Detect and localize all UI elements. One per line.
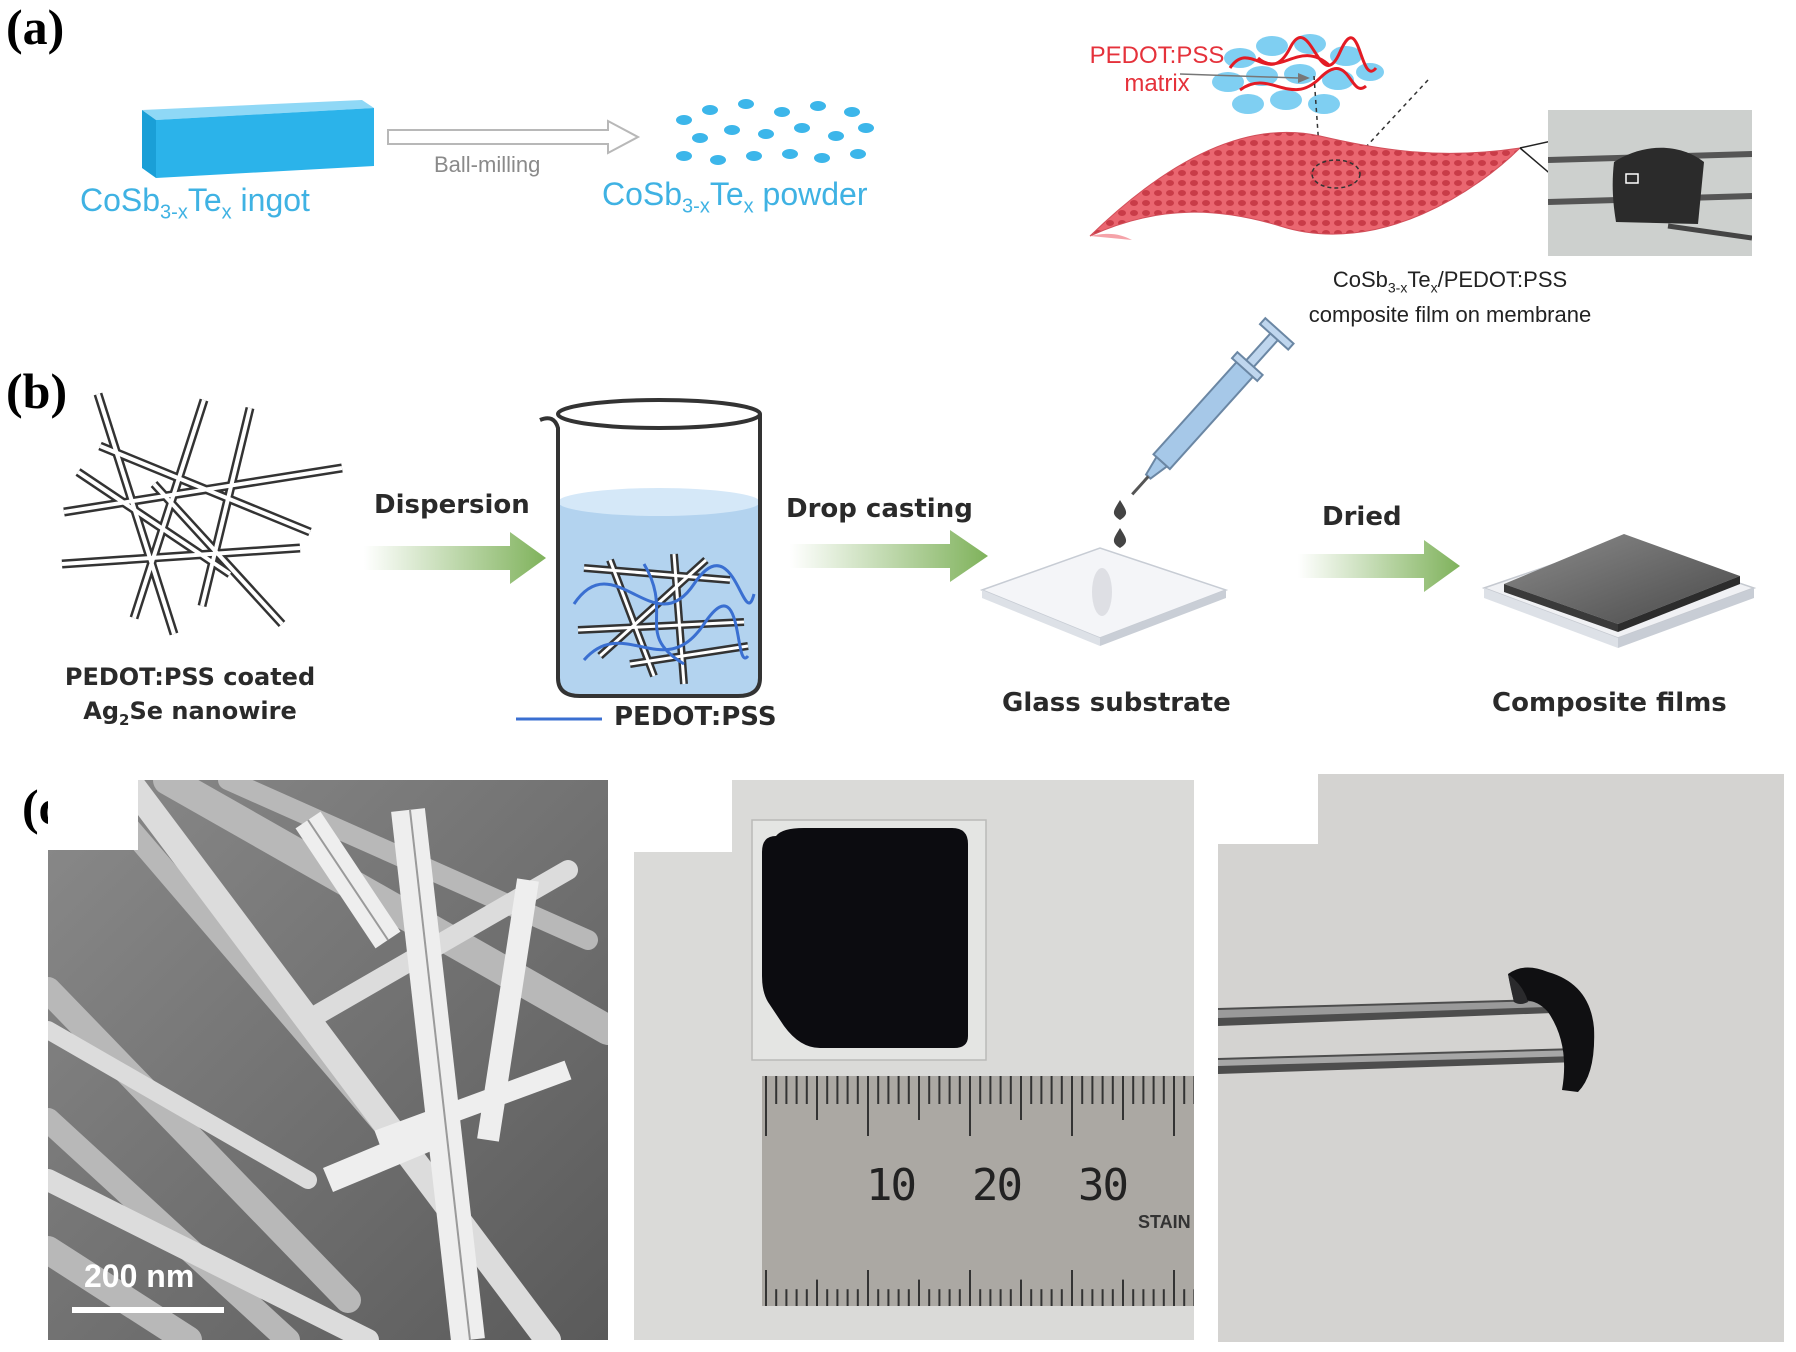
matrix-pointer [1180, 73, 1310, 83]
scale-bar-label: 200 nm [84, 1258, 195, 1294]
beaker-with-solution [539, 398, 762, 698]
composite-film-caption: CoSb3-xTex/PEDOT:PSS composite film on m… [1308, 267, 1592, 328]
ruler-label-30: 30 [1078, 1160, 1129, 1211]
membrane-film [1089, 131, 1550, 240]
dried-arrow [1298, 540, 1460, 592]
sem-image: 200 nm [48, 780, 608, 1340]
ruler-label-20: 20 [972, 1160, 1023, 1211]
ball-milling-arrow [387, 119, 641, 155]
ingot-caption: CoSb3-xTex ingot [80, 182, 310, 224]
drop-casting-arrow [790, 530, 988, 582]
dispersion-arrow [364, 532, 546, 584]
tweezers-bent-film-photo [1218, 774, 1784, 1342]
zoom-lines [1313, 75, 1429, 163]
panel-label-b: (b) [6, 363, 68, 419]
ruler-brand: STAIN [1138, 1212, 1191, 1232]
glass-substrate-label: Glass substrate [1002, 688, 1231, 718]
pedot-legend-label: PEDOT:PSS [614, 702, 777, 732]
ag2se-nanowire-bundle [61, 392, 343, 636]
ruler-label-10: 10 [866, 1160, 917, 1211]
film-on-tweezers-photo [1548, 110, 1752, 256]
panel-label-a: (a) [6, 0, 65, 55]
step-dried-label: Dried [1322, 502, 1402, 532]
powder-caption: CoSb3-xTex powder [602, 176, 868, 218]
composite-films-label: Composite films [1492, 688, 1727, 718]
ball-milling-label: Ball-milling [434, 152, 541, 177]
ruler-ticks [765, 1076, 1194, 1306]
matrix-label: PEDOT:PSS matrix [1089, 42, 1225, 97]
syringe [1131, 316, 1295, 496]
step-dispersion-label: Dispersion [374, 490, 530, 520]
composite-film [1481, 534, 1757, 648]
glass-substrate [979, 547, 1229, 646]
nanowire-caption: PEDOT:PSS coated Ag2Se nanowire [64, 663, 316, 729]
ingot-block [142, 100, 374, 178]
pedot-legend-line [516, 717, 602, 721]
powder-dots [676, 99, 874, 165]
step-drop-casting-label: Drop casting [786, 494, 973, 524]
film-ruler-photo: 10 20 30 STAIN [634, 780, 1194, 1340]
